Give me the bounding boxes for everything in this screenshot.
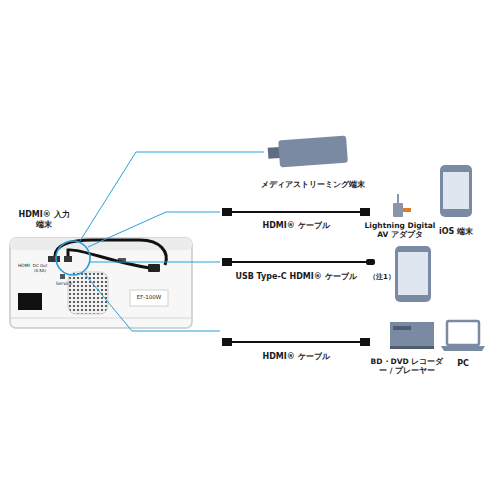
usb-c-cable <box>222 258 375 266</box>
device-label: BD・DVD レコーダー / プレーヤー <box>367 357 447 376</box>
port-label: Service <box>52 281 76 287</box>
laptop <box>441 321 485 351</box>
ios-device <box>440 165 472 217</box>
port-label: DC Out (0.5A) <box>31 263 49 273</box>
hdmi-cable <box>222 338 370 346</box>
model-label: EF-100W <box>131 294 167 301</box>
device-label: メディアストリーミング端末 <box>238 180 388 190</box>
cable-label: USB Type-C HDMI® ケーブル <box>221 272 371 282</box>
note-mark: （注1） <box>367 273 397 282</box>
port-label: HDMI <box>13 263 35 269</box>
terminal-label: HDMI® 入力端末 <box>16 210 72 230</box>
cable-label: HDMI® ケーブル <box>241 221 351 231</box>
smartphone <box>395 246 431 302</box>
hdmi-cable <box>222 208 370 216</box>
cable-label: HDMI® ケーブル <box>241 352 351 362</box>
adapter-label: Lightning Digital AV アダプタ <box>363 221 437 240</box>
device-label: PC <box>448 359 478 369</box>
device-label: iOS 端末 <box>431 227 481 237</box>
lightning-adapter <box>393 194 411 217</box>
projector <box>10 238 192 328</box>
bd-recorder <box>390 322 434 349</box>
streaming-stick <box>268 136 348 168</box>
leader-lines <box>80 152 264 331</box>
